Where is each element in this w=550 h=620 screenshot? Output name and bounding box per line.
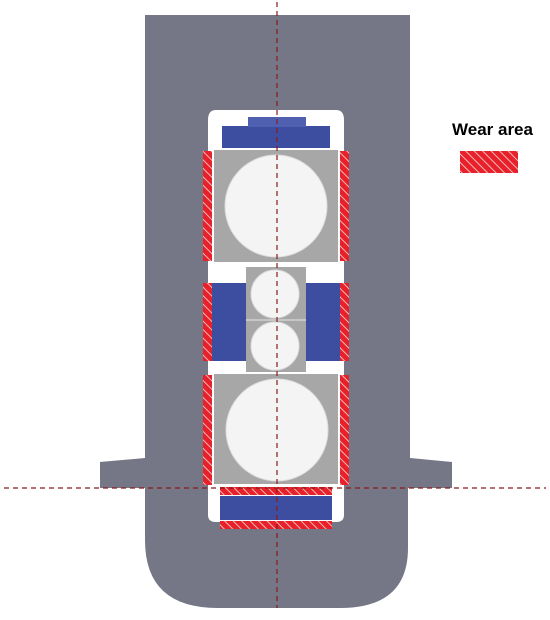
wear-area-bottom-upper [220, 487, 332, 495]
small-ball-upper [250, 269, 300, 319]
small-ball-lower [250, 321, 300, 371]
wear-area-left-upper [203, 151, 212, 261]
wear-area-left-middle [203, 283, 212, 361]
top-cap-outer [222, 126, 330, 148]
upper-ball [224, 154, 328, 258]
wear-area-bottom-lower [220, 521, 332, 529]
middle-left-blue-block [212, 283, 248, 361]
legend-swatch [460, 151, 518, 173]
wear-area-right-middle [340, 283, 349, 361]
bottom-blue-block [220, 496, 332, 520]
legend-label: Wear area [452, 120, 533, 139]
wear-area-right-lower [340, 375, 349, 485]
wear-area-right-upper [340, 151, 349, 261]
wear-area-left-lower [203, 375, 212, 485]
middle-right-blue-block [305, 283, 341, 361]
